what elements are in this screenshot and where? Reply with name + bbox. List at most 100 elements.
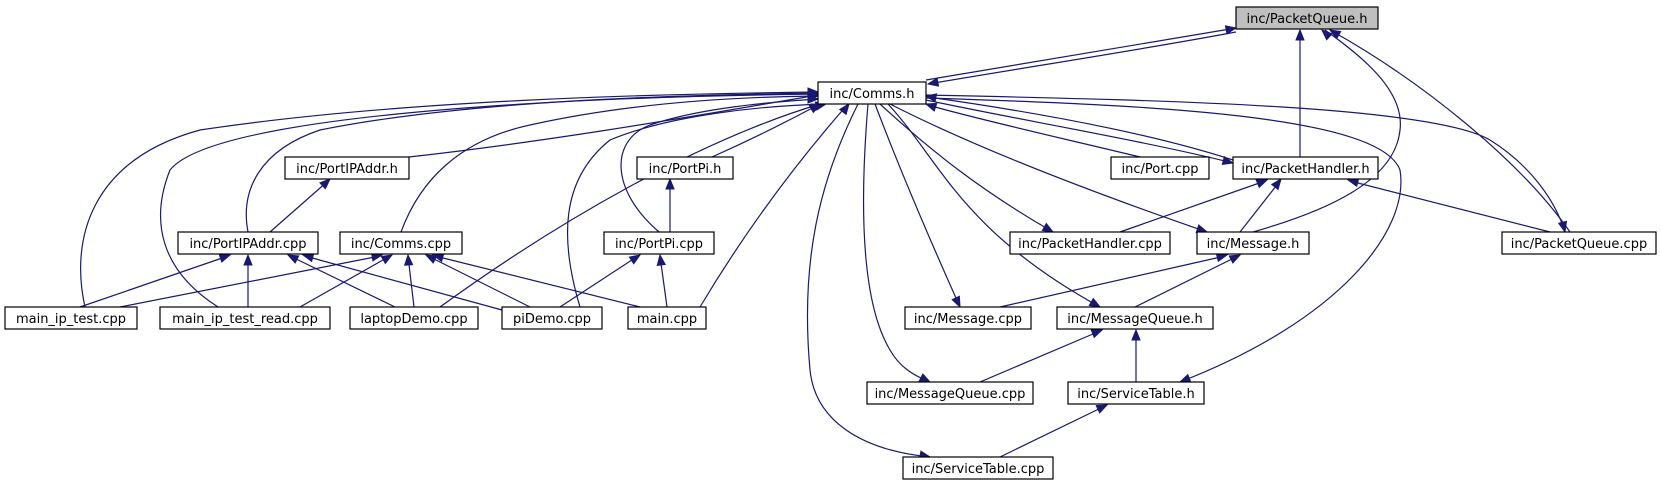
edge-packetqueue-h-to-comms-h-b [926, 31, 1237, 87]
node-port-cpp[interactable]: inc/Port.cpp [1110, 156, 1210, 180]
svg-text:inc/MessageQueue.cpp: inc/MessageQueue.cpp [875, 387, 1026, 402]
node-messagequeue-cpp[interactable]: inc/MessageQueue.cpp [866, 381, 1034, 405]
svg-text:piDemo.cpp: piDemo.cpp [513, 312, 591, 327]
edge-laptopdemo-to-portipaddr-cpp-arrowhead [286, 254, 300, 264]
edge-comms-cpp-to-comms-h [400, 91, 820, 233]
edge-servicetable-cpp-to-servicetable-h-arrowhead [1095, 404, 1109, 414]
edge-comms-h-to-messagequeue-cpp [862, 103, 932, 383]
edge-comms-h-to-packethandler-h-b [925, 99, 1235, 166]
edge-comms-h-to-packetqueue-cpp-arrowhead [1557, 220, 1568, 234]
svg-text:inc/PacketHandler.h: inc/PacketHandler.h [1241, 162, 1369, 177]
edge-main-ip-test-to-comms-cpp [119, 252, 384, 308]
node-portpi-cpp[interactable]: inc/PortPi.cpp [603, 231, 715, 255]
svg-text:inc/MessageQueue.h: inc/MessageQueue.h [1067, 312, 1202, 327]
svg-text:inc/PortPi.cpp: inc/PortPi.cpp [615, 237, 703, 252]
edge-pidemo-to-portpi-cpp-arrowhead [628, 254, 642, 265]
edge-main-ip-test-read-to-comms-h [160, 89, 820, 308]
edge-comms-h-to-message-cpp-arrowhead [951, 295, 961, 309]
edge-comms-h-to-packethandler-cpp [879, 103, 1055, 233]
node-portipaddr-cpp[interactable]: inc/PortIPAddr.cpp [177, 231, 319, 255]
edge-comms-h-to-packetqueue-h-a-arrowhead [1224, 25, 1238, 35]
svg-text:inc/PortIPAddr.h: inc/PortIPAddr.h [296, 162, 398, 177]
node-packetqueue-cpp[interactable]: inc/PacketQueue.cpp [1501, 231, 1657, 255]
svg-text:inc/Port.cpp: inc/Port.cpp [1122, 162, 1199, 177]
edge-main-ip-test-read-to-comms-cpp [299, 254, 394, 308]
svg-text:main_ip_test_read.cpp: main_ip_test_read.cpp [172, 312, 318, 327]
edge-message-cpp-to-message-h [999, 252, 1229, 308]
node-packethandler-h[interactable]: inc/PacketHandler.h [1232, 156, 1379, 180]
edge-main-cpp-to-portpi-cpp-arrowhead [656, 253, 667, 267]
edge-messagequeue-cpp-to-messagequeue-h [979, 329, 1104, 383]
edge-comms-h-to-messagequeue-cpp-arrowhead [918, 373, 932, 383]
node-main-ip-test-read-cpp[interactable]: main_ip_test_read.cpp [159, 306, 331, 330]
node-servicetable-cpp[interactable]: inc/ServiceTable.cpp [902, 456, 1054, 480]
node-servicetable-h[interactable]: inc/ServiceTable.h [1067, 381, 1205, 405]
node-packethandler-cpp[interactable]: inc/PacketHandler.cpp [1009, 231, 1171, 255]
svg-text:inc/PacketQueue.h: inc/PacketQueue.h [1247, 12, 1368, 27]
edge-pidemo-to-comms-cpp [424, 254, 531, 308]
edge-message-h-to-packethandler-h-arrowhead [1270, 177, 1282, 191]
edge-servicetable-h-to-messagequeue-h [1131, 328, 1141, 382]
edge-packethandler-h-to-packetqueue-h [1295, 28, 1305, 157]
svg-text:inc/PacketHandler.cpp: inc/PacketHandler.cpp [1018, 237, 1162, 252]
edge-port-cpp-to-comms-h-arrowhead [924, 102, 938, 112]
edge-servicetable-cpp-to-servicetable-h [999, 404, 1109, 458]
edge-pidemo-to-portipaddr-cpp-arrowhead [301, 253, 315, 263]
edge-pidemo-to-portpi-cpp [559, 254, 642, 308]
svg-text:main.cpp: main.cpp [637, 312, 697, 327]
svg-text:inc/PortIPAddr.cpp: inc/PortIPAddr.cpp [189, 237, 306, 252]
edge-message-cpp-to-message-h-arrowhead [1215, 252, 1229, 263]
svg-text:inc/PacketQueue.cpp: inc/PacketQueue.cpp [1511, 237, 1647, 252]
node-portpi-h[interactable]: inc/PortPi.h [636, 156, 734, 180]
svg-text:inc/Comms.h: inc/Comms.h [830, 87, 915, 102]
node-laptopdemo-cpp[interactable]: laptopDemo.cpp [349, 306, 479, 330]
edge-laptopdemo-to-portipaddr-cpp [286, 254, 396, 308]
edge-main-ip-test-to-portipaddr-cpp-arrowhead [218, 253, 232, 263]
svg-text:inc/Message.h: inc/Message.h [1207, 237, 1300, 252]
edge-portipaddr-cpp-to-portipaddr-h [269, 178, 331, 233]
node-main-ip-test-cpp[interactable]: main_ip_test.cpp [4, 306, 138, 330]
edge-messagequeue-h-to-message-h-arrowhead [1228, 254, 1242, 264]
svg-text:inc/ServiceTable.cpp: inc/ServiceTable.cpp [912, 462, 1045, 477]
node-message-cpp[interactable]: inc/Message.cpp [904, 306, 1032, 330]
node-portipaddr-h[interactable]: inc/PortIPAddr.h [284, 156, 410, 180]
edge-portpi-cpp-to-portpi-h-arrowhead [665, 177, 675, 190]
edge-main-ip-test-to-portipaddr-cpp [79, 253, 232, 308]
edge-comms-h-to-packethandler-cpp-arrowhead [1041, 222, 1055, 233]
nodes: inc/PacketQueue.h inc/Comms.h inc/PortIP… [4, 6, 1657, 480]
node-pidemo-cpp[interactable]: piDemo.cpp [501, 306, 603, 330]
edge-comms-h-to-servicetable-h-arrowhead [1178, 373, 1192, 383]
edge-main-cpp-to-comms-h [699, 102, 850, 308]
node-comms-h[interactable]: inc/Comms.h [817, 81, 927, 105]
svg-text:laptopDemo.cpp: laptopDemo.cpp [360, 312, 467, 327]
node-messagequeue-h[interactable]: inc/MessageQueue.h [1056, 306, 1214, 330]
edge-pidemo-to-comms-cpp-arrowhead [424, 254, 438, 264]
edges [79, 25, 1571, 460]
node-message-h[interactable]: inc/Message.h [1196, 231, 1310, 255]
edge-packetqueue-cpp-to-packethandler-h [1346, 177, 1551, 233]
edge-portipaddr-cpp-to-portipaddr-h-arrowhead [319, 178, 331, 190]
edge-message-h-to-packetqueue-h-arrowhead [1321, 29, 1333, 41]
edge-messagequeue-cpp-to-messagequeue-h-arrowhead [1090, 329, 1104, 339]
node-comms-cpp[interactable]: inc/Comms.cpp [339, 231, 463, 255]
svg-text:inc/PortPi.h: inc/PortPi.h [649, 162, 722, 177]
edge-main-cpp-to-portpi-cpp [656, 253, 668, 308]
edge-packetqueue-cpp-to-packetqueue-h [1328, 29, 1571, 233]
edge-message-h-to-packethandler-h [1239, 177, 1282, 233]
svg-text:inc/Comms.cpp: inc/Comms.cpp [351, 237, 451, 252]
edge-laptopdemo-to-comms-cpp [403, 253, 415, 308]
edge-main-ip-test-to-comms-h [80, 87, 820, 308]
edge-servicetable-h-to-messagequeue-h-arrowhead [1131, 328, 1141, 341]
edge-packetqueue-cpp-to-packetqueue-h-arrowhead [1328, 29, 1342, 40]
edge-main-ip-test-read-to-comms-h-arrowhead [807, 89, 820, 99]
edge-packethandler-h-to-packetqueue-h-arrowhead [1295, 28, 1305, 41]
edge-comms-h-to-packethandler-h-b-arrowhead [1221, 155, 1235, 166]
svg-text:inc/Message.cpp: inc/Message.cpp [914, 312, 1022, 327]
edge-comms-h-to-messagequeue-h-arrowhead [1088, 297, 1102, 308]
node-packetqueue-h[interactable]: inc/PacketQueue.h [1235, 6, 1379, 30]
edge-comms-h-to-packetqueue-h-a [925, 25, 1238, 81]
edge-main-ip-test-read-to-portipaddr-cpp-arrowhead [243, 253, 253, 266]
edge-packethandler-cpp-to-packethandler-h [1119, 179, 1269, 233]
node-main-cpp[interactable]: main.cpp [627, 306, 707, 330]
edge-comms-h-to-packetqueue-cpp [925, 94, 1568, 234]
